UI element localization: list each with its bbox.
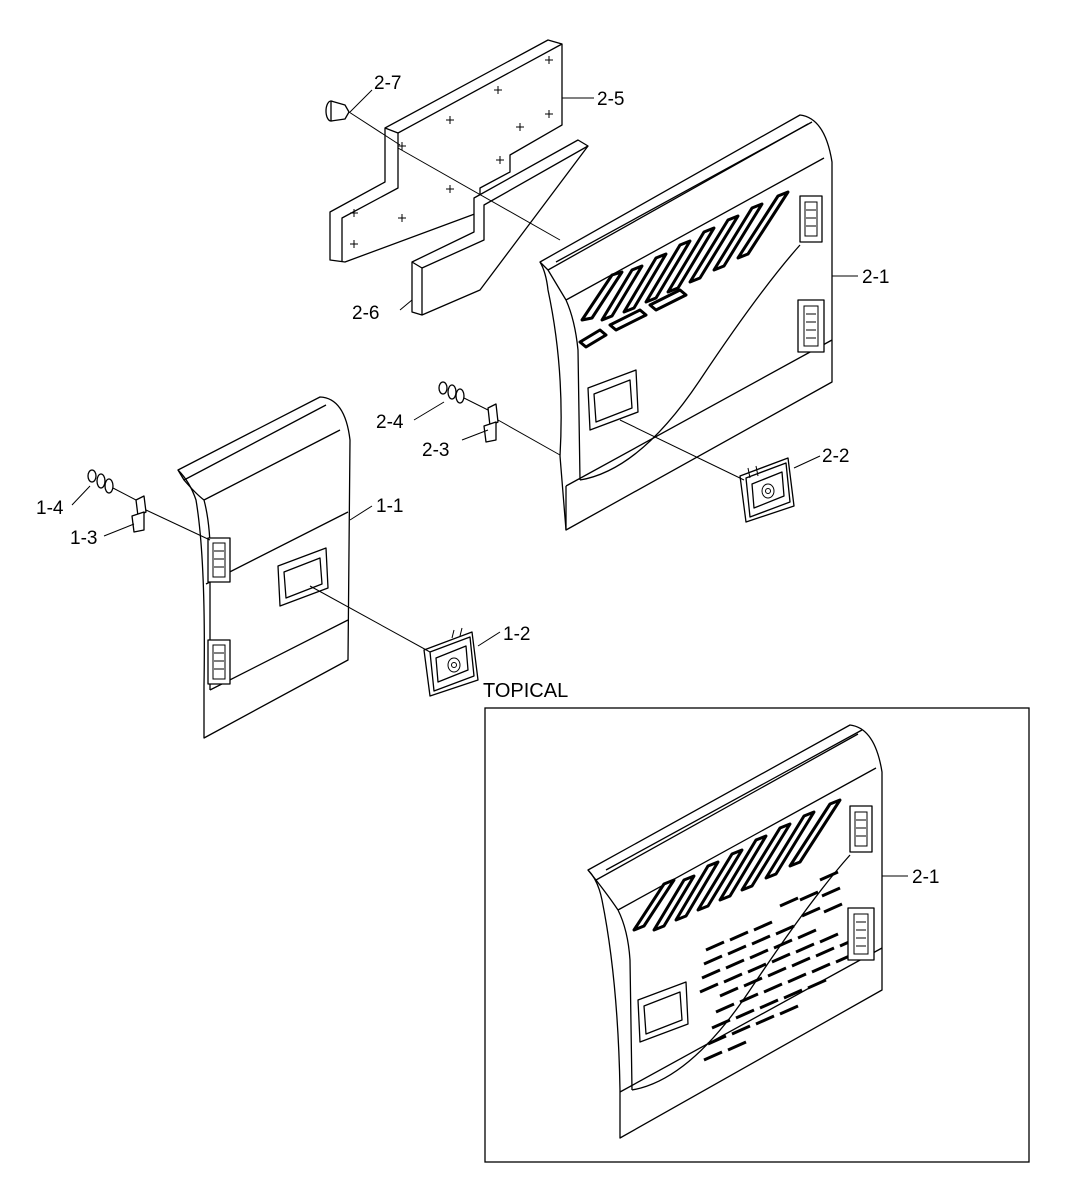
- label-2-5: 2-5: [597, 89, 624, 110]
- label-2-3: 2-3: [422, 440, 449, 461]
- latch-2-2: [739, 457, 795, 523]
- vent-slats: [578, 190, 790, 349]
- inset-caption: TOPICAL: [483, 680, 568, 702]
- hinge-lower-1-1: [207, 639, 231, 685]
- label-2-6: 2-6: [352, 303, 379, 324]
- latch-1-2: [423, 627, 479, 697]
- handle-recess-2-1: [587, 369, 639, 431]
- label-1-4: 1-4: [36, 498, 64, 519]
- inset-frame: [484, 707, 1030, 1163]
- handle-recess-1-1: [277, 547, 329, 607]
- bolt-2-7: [325, 100, 401, 146]
- insulation-pad-2-5: [329, 39, 563, 263]
- vent-slats-variant: [632, 798, 842, 932]
- hinge-upper-2-1: [799, 195, 823, 243]
- insulation-pad-2-6: [411, 139, 589, 316]
- handle-recess-variant: [637, 981, 689, 1043]
- label-2-4: 2-4: [376, 412, 404, 433]
- hinge-upper-1-1: [207, 537, 231, 583]
- label-1-3: 1-3: [70, 528, 97, 549]
- part-labels: 2-7 2-5 2-6 2-1 2-4 2-3 2-2 1-4 1-3 1-1 …: [36, 73, 889, 645]
- screw-1-4: [87, 469, 137, 501]
- hinge-lower-variant: [847, 907, 875, 961]
- perforation-slots: [699, 870, 859, 1062]
- pad-mounting-marks: [350, 56, 553, 248]
- label-1-2: 1-2: [503, 624, 530, 645]
- screw-2-4: [438, 381, 489, 411]
- label-1-1: 1-1: [376, 496, 403, 517]
- label-2-7: 2-7: [374, 73, 401, 94]
- door-panel-2-1-variant: [587, 724, 883, 1139]
- hinge-lower-2-1: [797, 299, 825, 353]
- label-2-2: 2-2: [822, 446, 849, 467]
- label-2-1-inset: 2-1: [912, 867, 939, 888]
- label-2-1: 2-1: [862, 267, 889, 288]
- door-panel-2-1: [539, 114, 833, 531]
- hinge-upper-variant: [849, 805, 873, 853]
- clip-1-3: [131, 495, 211, 541]
- clip-2-3: [483, 403, 561, 456]
- leader-lines: [71, 89, 858, 653]
- door-panel-1-1: [177, 396, 351, 739]
